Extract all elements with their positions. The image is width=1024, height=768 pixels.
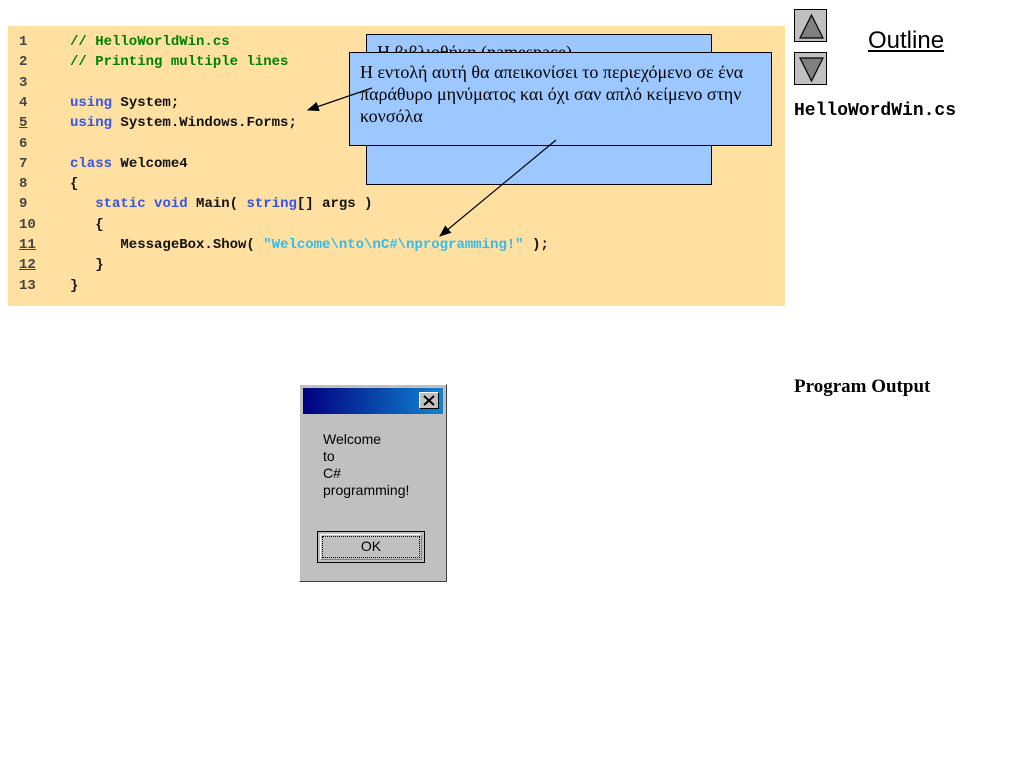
comment-token: // Printing multiple lines xyxy=(70,54,289,71)
arrow-to-messagebox-line xyxy=(439,139,557,237)
line-number: 10 xyxy=(19,216,36,233)
code-token: Welcome4 xyxy=(112,155,188,172)
code-text: using System.Windows.Forms; xyxy=(70,113,297,133)
code-text: { xyxy=(70,174,78,194)
code-text: // HelloWorldWin.cs xyxy=(70,32,230,52)
keyword-token: string xyxy=(246,196,297,213)
code-token: ); xyxy=(523,237,549,253)
message-line: C# xyxy=(323,465,341,481)
code-text: class Welcome4 xyxy=(70,154,188,174)
code-token: [] args ) xyxy=(296,196,373,213)
code-text: static void Main( string[] args ) xyxy=(70,194,373,214)
keyword-token: static xyxy=(95,196,146,213)
messagebox-callout: Η εντολή αυτή θα απεικονίσει το περιεχόμ… xyxy=(349,52,772,146)
line-number: 11 xyxy=(19,237,36,253)
code-token: { xyxy=(70,176,79,193)
code-token: System; xyxy=(112,94,180,111)
code-text: { xyxy=(70,215,104,235)
triangle-up-icon xyxy=(799,13,824,39)
next-slide-button[interactable] xyxy=(794,52,827,85)
line-number: 6 xyxy=(19,135,28,152)
keyword-token: using xyxy=(70,115,113,132)
arrow-to-using-line xyxy=(306,87,373,112)
source-file-name: HelloWordWin.cs xyxy=(794,101,957,121)
keyword-token: using xyxy=(70,94,113,111)
line-number: 8 xyxy=(19,176,28,193)
code-text: using System; xyxy=(70,93,179,113)
line-number: 9 xyxy=(19,196,28,213)
code-token: MessageBox.Show( xyxy=(70,237,264,253)
message-line: programming! xyxy=(323,482,410,498)
close-button[interactable] xyxy=(419,392,439,409)
line-number: 3 xyxy=(19,74,28,91)
code-text: } xyxy=(70,276,78,296)
ok-button-label: OK xyxy=(322,536,420,558)
code-text: } xyxy=(70,255,104,275)
code-token: { xyxy=(70,216,104,233)
string-token: "Welcome\nto\nC#\nprogramming!" xyxy=(263,237,524,253)
code-token: System.Windows.Forms; xyxy=(112,115,297,132)
line-number: 12 xyxy=(19,257,36,274)
code-text: // Printing multiple lines xyxy=(70,52,288,72)
triangle-down-icon xyxy=(799,57,824,83)
close-x-icon xyxy=(423,395,435,406)
code-token: } xyxy=(70,277,79,294)
ok-button[interactable]: OK xyxy=(317,531,425,563)
code-token: Main( xyxy=(187,196,247,213)
message-box-titlebar xyxy=(303,388,443,414)
keyword-token: void xyxy=(154,196,188,213)
comment-token: // HelloWorldWin.cs xyxy=(70,34,230,50)
line-number: 7 xyxy=(19,155,28,172)
line-number: 13 xyxy=(19,277,36,294)
previous-slide-button[interactable] xyxy=(794,9,827,42)
line-number: 4 xyxy=(19,94,28,111)
keyword-token: class xyxy=(70,155,113,172)
code-text: MessageBox.Show( "Welcome\nto\nC#\nprogr… xyxy=(70,235,549,255)
line-number: 2 xyxy=(19,54,28,71)
messagebox-callout-text: Η εντολή αυτή θα απεικονίσει το περιεχόμ… xyxy=(360,62,744,126)
outline-title[interactable]: Outline xyxy=(868,27,945,54)
line-number: 1 xyxy=(19,34,28,50)
message-line: Welcome xyxy=(323,431,382,447)
code-token: } xyxy=(70,257,104,274)
program-output-label: Program Output xyxy=(794,376,931,397)
message-line: to xyxy=(323,448,335,464)
line-number: 5 xyxy=(19,115,28,132)
